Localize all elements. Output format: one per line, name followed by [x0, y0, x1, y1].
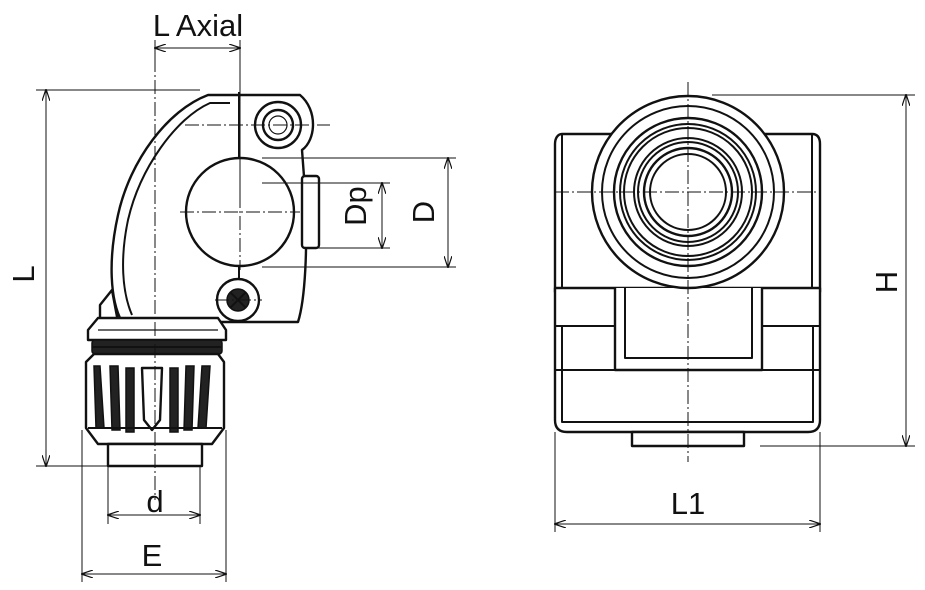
hex-nut: [86, 316, 228, 342]
front-dimensions: [555, 95, 915, 532]
clamp-inner-contour: [122, 102, 230, 316]
collet-ribs: [93, 365, 211, 433]
label-l1: L1: [671, 486, 705, 521]
label-d-upper: D: [406, 201, 441, 223]
side-boss: [300, 174, 321, 250]
label-l-axial: L Axial: [153, 8, 243, 43]
side-dimensions: [36, 40, 456, 582]
dimension-labels: L Axial L Dp D d E L1 H: [6, 8, 904, 573]
side-center-lines: [154, 58, 330, 500]
side-view: [84, 92, 321, 468]
label-e: E: [142, 538, 163, 573]
label-dp: Dp: [338, 186, 373, 226]
label-d-lower: d: [146, 484, 163, 519]
label-h: H: [869, 271, 904, 293]
front-center-lines: [555, 82, 820, 462]
label-l: L: [6, 265, 41, 282]
